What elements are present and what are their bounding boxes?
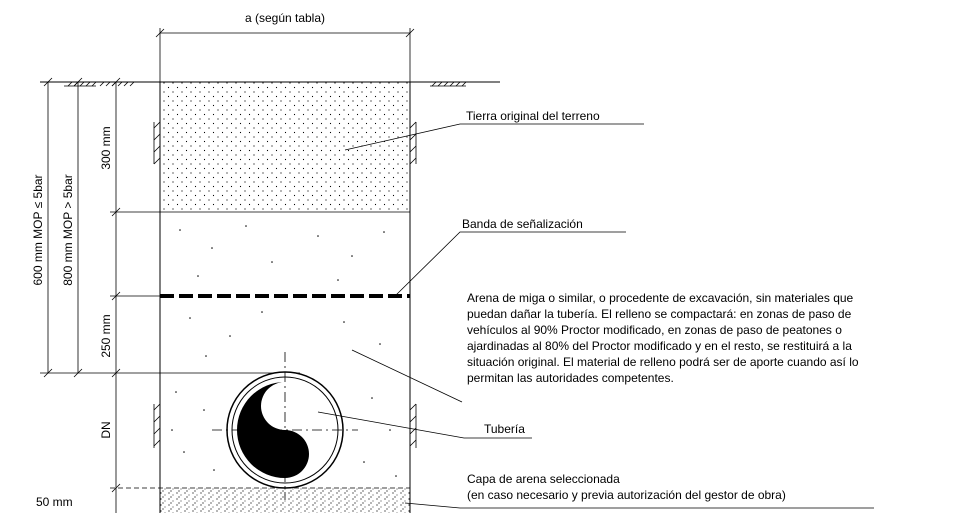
trench <box>110 82 417 513</box>
topsoil-label: Tierra original del terreno <box>466 109 600 123</box>
bed-label: 50 mm <box>36 495 73 509</box>
top-layer-label: 300 mm <box>99 126 113 169</box>
pipe-dn-label: DN <box>99 421 113 438</box>
over-pipe-label: 250 mm <box>99 314 113 357</box>
depth-mop-low-label: 600 mm MOP ≤ 5bar <box>31 174 45 285</box>
sand-bed-layer <box>160 488 410 513</box>
width-label: a (según tabla) <box>245 11 325 25</box>
callouts: Tierra original del terreno Banda de señ… <box>317 109 874 509</box>
pipe-label: Tubería <box>484 422 525 436</box>
pipe <box>212 352 358 500</box>
sand-bed-label-1: Capa de arena seleccionada <box>467 472 620 486</box>
width-dimension: a (según tabla) <box>155 11 415 82</box>
backfill-description: Arena de miga o similar, o procedente de… <box>467 291 862 385</box>
sand-bed-label-2: (en caso necesario y previa autorización… <box>467 488 786 502</box>
topsoil-layer <box>160 82 410 212</box>
depth-dimensions: 600 mm MOP ≤ 5bar 800 mm MOP > 5bar 300 … <box>31 77 160 513</box>
warning-tape-label: Banda de señalización <box>462 217 583 231</box>
depth-mop-high-label: 800 mm MOP > 5bar <box>61 174 75 286</box>
